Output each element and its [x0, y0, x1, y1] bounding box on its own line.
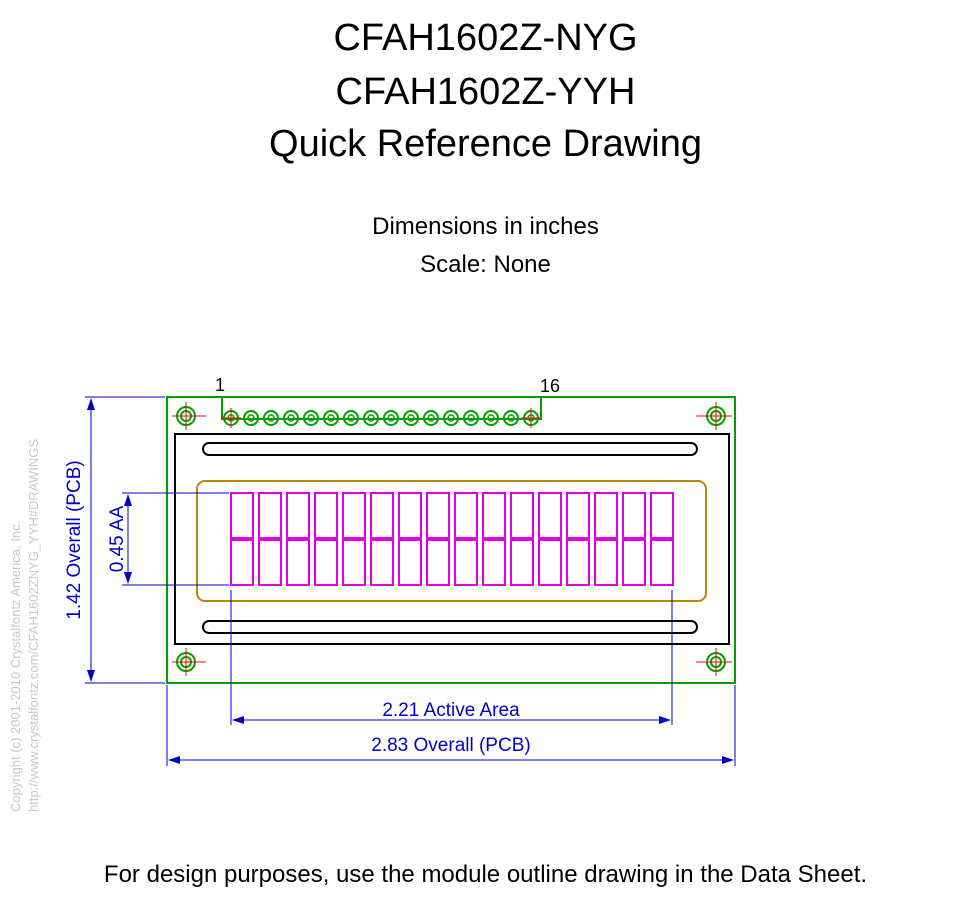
- mount-hole-bottom-left: [172, 648, 206, 676]
- scale-note: Scale: None: [420, 251, 551, 278]
- character-cell: [286, 539, 310, 586]
- character-cell: [454, 492, 478, 539]
- character-cell: [538, 539, 562, 586]
- character-cell: [370, 539, 394, 586]
- copyright-line-1: Copyright (c) 2001-2010 Crystalfontz Ame…: [8, 521, 23, 812]
- dim-width-active: [230, 590, 673, 725]
- character-cell: [286, 492, 310, 539]
- character-cell: [650, 539, 674, 586]
- character-cell: [314, 539, 338, 586]
- character-cell: [230, 539, 254, 586]
- pin-pad: [303, 410, 319, 426]
- pin-hole: [347, 414, 355, 422]
- pin-hole: [267, 414, 275, 422]
- character-cell: [482, 539, 506, 586]
- character-cell: [398, 539, 422, 586]
- top-slot: [202, 442, 698, 456]
- character-cell: [566, 539, 590, 586]
- pin-hole: [247, 414, 255, 422]
- viewing-area: [196, 480, 707, 602]
- character-cell: [454, 539, 478, 586]
- bezel-outline: [174, 433, 730, 645]
- pin-hole: [307, 414, 315, 422]
- bottom-slot: [202, 620, 698, 634]
- character-cell: [622, 492, 646, 539]
- dim-height-aa-label: 0.45 AA: [107, 505, 128, 572]
- dim-height-overall: [85, 396, 165, 684]
- pin-hole: [487, 414, 495, 422]
- pin-1-label: 1: [215, 375, 225, 395]
- pin-pad: [423, 410, 439, 426]
- character-cell: [258, 492, 282, 539]
- pin-pad: [403, 410, 419, 426]
- mount-hole-bottom-right: [696, 648, 732, 676]
- pin-pad: [263, 410, 279, 426]
- mount-hole-top-left: [172, 402, 206, 430]
- pin-hole: [427, 414, 435, 422]
- character-cell: [594, 539, 618, 586]
- character-cell: [370, 492, 394, 539]
- pin-hole: [287, 414, 295, 422]
- pin-pad: [323, 410, 339, 426]
- pin-row: [221, 408, 541, 428]
- pin-hole: [367, 414, 375, 422]
- pin-pad: [243, 410, 259, 426]
- character-cell: [594, 492, 618, 539]
- pin-hole: [407, 414, 415, 422]
- character-cell: [426, 539, 450, 586]
- pin-hole: [447, 414, 455, 422]
- pin-pad: [383, 410, 399, 426]
- character-cell: [398, 492, 422, 539]
- character-cell: [426, 492, 450, 539]
- pin-header-outline: [221, 396, 542, 420]
- pin-pad: [463, 410, 479, 426]
- pin-hole: [467, 414, 475, 422]
- pin-pad: [443, 410, 459, 426]
- pin-hole: [327, 414, 335, 422]
- dim-width-overall-label: 2.83 Overall (PCB): [371, 735, 530, 756]
- dim-width-overall: [166, 685, 736, 766]
- character-cell: [314, 492, 338, 539]
- character-grid: [230, 492, 674, 586]
- character-cell: [566, 492, 590, 539]
- units-note: Dimensions in inches: [372, 213, 599, 240]
- pin-16-label: 16: [540, 376, 560, 396]
- pin-hole: [507, 414, 515, 422]
- pin-pad: [343, 410, 359, 426]
- character-cell: [622, 539, 646, 586]
- character-cell: [538, 492, 562, 539]
- pin-pad: [283, 410, 299, 426]
- character-cell: [482, 492, 506, 539]
- mount-hole-top-right: [696, 402, 732, 430]
- dim-width-active-label: 2.21 Active Area: [382, 700, 520, 721]
- pin-hole: [387, 414, 395, 422]
- dim-height-aa: [122, 492, 229, 586]
- character-cell: [342, 539, 366, 586]
- title-line-1: CFAH1602Z-NYG: [333, 17, 638, 59]
- character-cell: [230, 492, 254, 539]
- character-cell: [342, 492, 366, 539]
- dim-height-overall-label: 1.42 Overall (PCB): [64, 460, 85, 619]
- footer-note: For design purposes, use the module outl…: [103, 861, 868, 888]
- character-cell: [510, 539, 534, 586]
- character-cell: [258, 539, 282, 586]
- pin-pad: [483, 410, 499, 426]
- copyright-line-2: http://www.crystalfontz.com/CFAH1602ZNYG…: [26, 439, 41, 812]
- character-cell: [510, 492, 534, 539]
- pin-pad: [363, 410, 379, 426]
- pin-pad: [503, 410, 519, 426]
- character-cell: [650, 492, 674, 539]
- title-line-2: CFAH1602Z-YYH: [335, 71, 636, 113]
- title-line-3: Quick Reference Drawing: [269, 123, 702, 165]
